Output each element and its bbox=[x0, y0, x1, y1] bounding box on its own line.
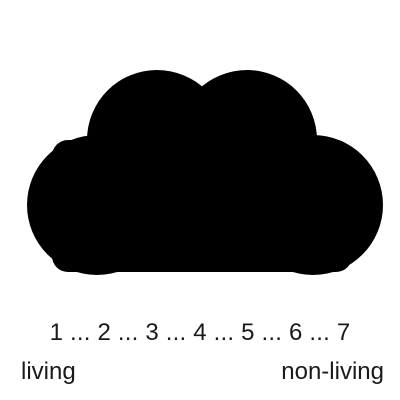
scale-right-label: non-living bbox=[281, 358, 384, 385]
scale-left-label: living bbox=[21, 358, 76, 385]
cloud-icon bbox=[27, 70, 383, 275]
rating-scale: 1 ... 2 ... 3 ... 4 ... 5 ... 6 ... 7 bbox=[49, 319, 351, 346]
